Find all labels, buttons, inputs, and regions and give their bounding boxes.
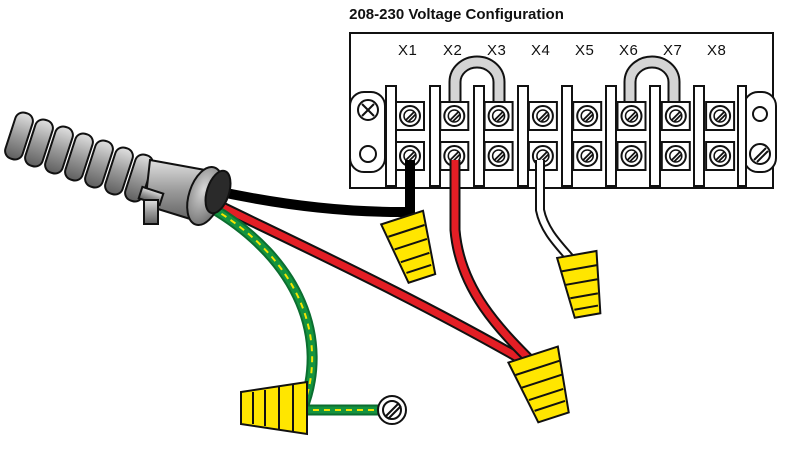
terminal-labels: X1 X2 X3 X4 X5 X6 X7 X8 (398, 42, 726, 59)
wire-nut-white (555, 249, 602, 319)
screw-icon-x6-bottom (616, 141, 647, 171)
screw-icon-x3-top (483, 101, 514, 131)
ground-screw-icon (377, 395, 407, 425)
terminal-label-x6: X6 (619, 42, 638, 59)
mount-right (743, 91, 777, 173)
terminal-separators (385, 85, 747, 187)
screw-icon-x4-top (527, 101, 558, 131)
screw-icon-x2-top (439, 101, 470, 131)
jumper-x2-x3 (448, 55, 506, 112)
wires (209, 160, 583, 416)
screw-icon-x5-top (572, 101, 603, 131)
terminal-label-x5: X5 (575, 42, 594, 59)
screw-icon-x7-top (660, 101, 691, 131)
screw-icon-x5-bottom (572, 141, 603, 171)
wire-nut-black (379, 209, 437, 284)
wire-nut-red (506, 345, 570, 424)
screw-icon-x8-top (705, 101, 736, 131)
screw-icon-x3-bottom (483, 141, 514, 171)
mount-left (349, 91, 386, 173)
screw-icon-x1-top (395, 101, 425, 131)
terminal-label-x4: X4 (531, 42, 550, 59)
wire-black (210, 160, 415, 217)
conduit-icon (4, 111, 232, 226)
terminal-label-x3: X3 (487, 42, 506, 59)
wire-nut-ground (240, 380, 308, 436)
screw-icon-x6-top (616, 101, 647, 131)
terminal-label-x8: X8 (707, 42, 726, 59)
terminal-label-x1: X1 (398, 42, 417, 59)
jumper-x6-x7 (623, 55, 681, 112)
terminal-label-x2: X2 (443, 42, 462, 59)
screw-icon-x7-bottom (660, 141, 691, 171)
terminal-label-x7: X7 (663, 42, 682, 59)
screw-icon-x8-bottom (705, 141, 736, 171)
diagram-title: 208-230 Voltage Configuration (349, 6, 564, 23)
